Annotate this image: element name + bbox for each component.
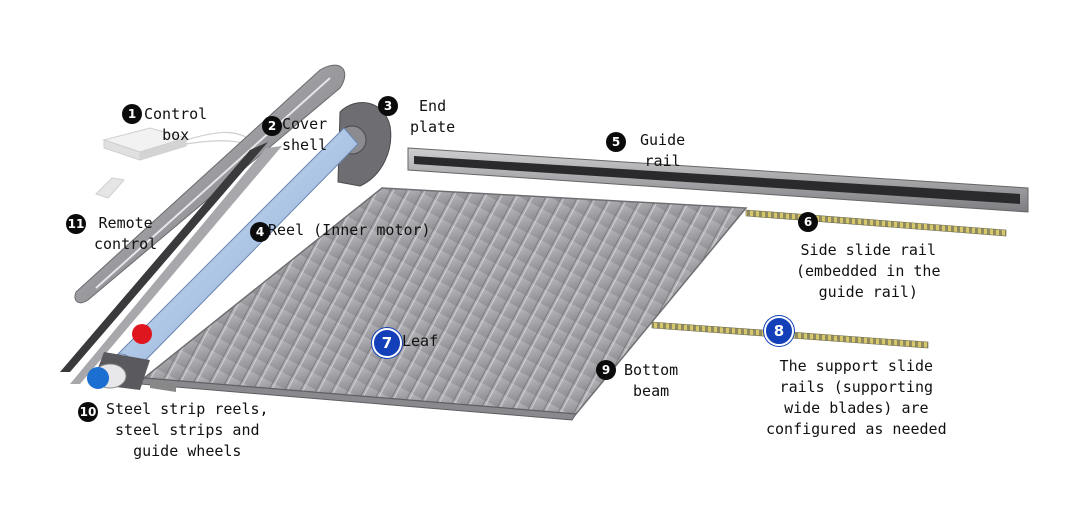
control-box-label-line: box: [162, 126, 190, 144]
control-box-shape: [102, 127, 263, 161]
leaf-label: Leaf: [402, 331, 438, 352]
remote-control-label-line: control: [94, 235, 158, 253]
side-slide-rail-label-line: (embedded in the: [796, 262, 941, 280]
control-box-label: Control box: [144, 104, 207, 146]
side-slide-rail-shape: [745, 209, 1007, 237]
steel-strip-label-line: steel strips and: [115, 421, 260, 439]
cover-shell-label-line: shell: [282, 136, 328, 154]
bottom-beam-label-line: Bottom: [624, 361, 679, 379]
marker-9-icon: 9: [596, 360, 616, 380]
side-slide-rail-label: Side slide rail (embedded in the guide r…: [796, 240, 941, 303]
cover-shell-label-line: Cover: [282, 115, 328, 133]
bottom-beam-label: Bottom beam: [624, 360, 678, 402]
reel-label-line: Reel (Inner motor): [268, 221, 431, 239]
guide-rail-label-line: Guide: [640, 131, 686, 149]
end-plate-label: End plate: [410, 96, 455, 138]
support-slide-rails-label-line: The support slide: [779, 357, 934, 375]
end-plate-label-line: plate: [410, 118, 456, 136]
marker-10-icon: 10: [78, 402, 98, 422]
support-slide-rails-label-line: rails (supporting: [779, 378, 934, 396]
steel-strip-label-line: Steel strip reels,: [106, 400, 269, 418]
control-box-label-line: Control: [144, 105, 208, 123]
marker-1-icon: 1: [122, 104, 142, 124]
cover-shell-label: Cover shell: [282, 114, 327, 156]
side-slide-rail-label-line: Side slide rail: [800, 241, 936, 259]
guide-rail-label-line: rail: [644, 152, 681, 170]
support-slide-rails-label-line: configured as needed: [766, 420, 947, 438]
marker-2-icon: 2: [262, 116, 282, 136]
steel-strip-label-line: guide wheels: [133, 442, 242, 460]
remote-control-label-line: Remote: [98, 214, 153, 232]
guide-rail-shape: [407, 147, 1029, 213]
blue-dot: [87, 367, 109, 389]
leaf-label-line: Leaf: [402, 332, 439, 350]
marker-3-icon: 3: [378, 96, 398, 116]
reel-label: Reel (Inner motor): [268, 220, 431, 241]
support-slide-rails-label: The support slide rails (supporting wide…: [766, 356, 947, 440]
marker-5-icon: 5: [606, 132, 626, 152]
marker-8-icon: 8: [764, 316, 794, 346]
marker-4-icon: 4: [250, 222, 270, 242]
side-slide-rail-label-line: guide rail): [818, 283, 918, 301]
red-dot: [132, 324, 152, 344]
remote-control-label: Remote control: [94, 213, 157, 255]
bottom-beam-label-line: beam: [633, 382, 670, 400]
support-slide-rails-label-line: wide blades) are: [784, 399, 929, 417]
end-plate-label-line: End: [419, 97, 447, 115]
guide-rail-label: Guide rail: [640, 130, 685, 172]
marker-11-icon: 11: [66, 214, 86, 234]
marker-6-icon: 6: [798, 212, 818, 232]
marker-7-icon: 7: [372, 328, 402, 358]
steel-strip-label: Steel strip reels, steel strips and guid…: [106, 399, 269, 462]
remote-control-shape: [95, 177, 125, 199]
